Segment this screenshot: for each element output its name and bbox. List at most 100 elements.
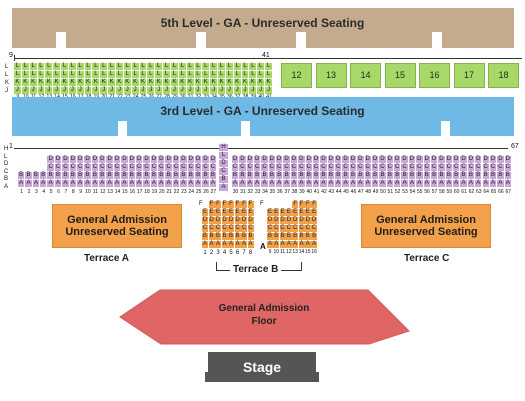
lower-seat[interactable]: A — [194, 180, 202, 187]
lower-seat[interactable]: D — [143, 156, 150, 163]
terrace-b-seat[interactable]: F — [228, 201, 234, 208]
lower-seat[interactable]: D — [386, 156, 394, 163]
upper-seat[interactable]: J — [265, 87, 272, 94]
terrace-b-seat[interactable]: F — [292, 201, 299, 208]
terrace-b-seat[interactable]: D — [267, 217, 273, 224]
upper-green-block[interactable]: 18 — [488, 63, 519, 88]
upper-seat[interactable]: L — [218, 63, 225, 70]
lower-seat[interactable]: B — [416, 172, 423, 179]
upper-green-block[interactable]: 16 — [419, 63, 450, 88]
lower-seat[interactable]: B — [460, 172, 467, 179]
lower-seat[interactable]: B — [32, 172, 40, 179]
lower-seat[interactable]: D — [268, 156, 276, 163]
lower-seat[interactable]: B — [290, 172, 298, 179]
lower-seat[interactable]: A — [158, 180, 165, 187]
upper-seat[interactable]: L — [194, 63, 202, 70]
terrace-b-seat[interactable]: D — [292, 217, 299, 224]
terrace-b-seat[interactable]: A — [273, 241, 280, 248]
lower-seat[interactable]: D — [54, 156, 62, 163]
lower-seat[interactable]: C — [99, 164, 106, 171]
lower-seat[interactable]: C — [276, 164, 283, 171]
lower-seat[interactable]: C — [91, 164, 99, 171]
lower-seat[interactable]: A — [327, 180, 335, 187]
terrace-b-seat[interactable]: D — [241, 217, 247, 224]
lower-seat[interactable]: C — [128, 164, 135, 171]
lower-seat[interactable]: A — [18, 180, 25, 187]
lower-seat[interactable]: B — [482, 172, 489, 179]
lower-seat[interactable]: D — [84, 156, 91, 163]
lower-seat[interactable]: A — [180, 180, 187, 187]
terrace-b-seat[interactable]: C — [273, 225, 280, 232]
upper-seat[interactable]: K — [76, 79, 84, 86]
lower-seat[interactable]: D — [150, 156, 158, 163]
upper-seat[interactable]: L — [186, 63, 194, 70]
terrace-b-seat[interactable]: F — [311, 201, 318, 208]
lower-seat[interactable]: C — [187, 164, 194, 171]
terrace-b-seat[interactable]: C — [215, 225, 221, 232]
upper-seat[interactable]: J — [76, 87, 84, 94]
upper-seat[interactable]: J — [108, 87, 116, 94]
lower-seat[interactable]: A — [386, 180, 394, 187]
upper-seat[interactable]: J — [178, 87, 186, 94]
lower-seat[interactable]: B — [84, 172, 91, 179]
lower-seat[interactable]: D — [298, 156, 305, 163]
lower-seat[interactable]: B — [430, 172, 438, 179]
lower-seat[interactable]: C — [423, 164, 430, 171]
terrace-b-seat[interactable]: E — [208, 209, 215, 216]
center-column-seat[interactable]: B — [219, 176, 228, 183]
lower-seat[interactable]: B — [342, 172, 349, 179]
upper-seat[interactable]: L — [61, 63, 68, 70]
lower-seat[interactable]: D — [128, 156, 135, 163]
terrace-b-seat[interactable]: D — [234, 217, 241, 224]
upper-seat[interactable]: J — [147, 87, 155, 94]
terrace-b-seat[interactable]: D — [247, 217, 254, 224]
terrace-b-seat[interactable]: C — [221, 225, 228, 232]
lower-seat[interactable]: D — [135, 156, 143, 163]
upper-green-block[interactable]: 12 — [281, 63, 312, 88]
lower-seat[interactable]: A — [276, 180, 283, 187]
upper-seat[interactable]: K — [170, 79, 178, 86]
lower-seat[interactable]: C — [202, 164, 209, 171]
upper-seat[interactable]: K — [249, 79, 257, 86]
lower-seat[interactable]: C — [364, 164, 371, 171]
terrace-b-seat[interactable]: E — [311, 209, 318, 216]
terrace-b-seat[interactable]: B — [241, 233, 247, 240]
upper-seat[interactable]: L — [233, 63, 241, 70]
lower-seat[interactable]: A — [32, 180, 40, 187]
lower-seat[interactable]: D — [504, 156, 511, 163]
lower-seat[interactable]: D — [62, 156, 69, 163]
lower-seat[interactable]: A — [290, 180, 298, 187]
lower-seat[interactable]: D — [371, 156, 379, 163]
upper-seat[interactable]: L — [45, 63, 53, 70]
lower-seat[interactable]: B — [150, 172, 158, 179]
lower-seat[interactable]: C — [335, 164, 342, 171]
terrace-b-seat[interactable]: B — [279, 233, 286, 240]
lower-seat[interactable]: C — [327, 164, 335, 171]
lower-seat[interactable]: A — [187, 180, 194, 187]
terrace-b-seat[interactable]: A — [247, 241, 254, 248]
terrace-b-seat[interactable]: B — [202, 233, 208, 240]
lower-seat[interactable]: A — [364, 180, 371, 187]
terrace-b-seat[interactable]: F — [208, 201, 215, 208]
terrace-b-seat[interactable]: E — [228, 209, 234, 216]
upper-seat[interactable]: L — [61, 71, 68, 78]
terrace-b-seat[interactable]: F — [215, 201, 221, 208]
lower-seat[interactable]: B — [40, 172, 47, 179]
upper-seat[interactable]: L — [265, 71, 272, 78]
lower-seat[interactable]: A — [231, 180, 239, 187]
upper-seat[interactable]: L — [53, 63, 61, 70]
lower-seat[interactable]: A — [305, 180, 312, 187]
lower-seat[interactable]: D — [475, 156, 482, 163]
lower-seat[interactable]: D — [239, 156, 246, 163]
lower-seat[interactable]: A — [128, 180, 135, 187]
lower-seat[interactable]: C — [489, 164, 497, 171]
lower-seat[interactable]: B — [349, 172, 357, 179]
terrace-b-seat[interactable]: A — [285, 241, 292, 248]
upper-seat[interactable]: J — [202, 87, 210, 94]
terrace-b-seat[interactable]: D — [208, 217, 215, 224]
terrace-b-seat[interactable]: A — [292, 241, 299, 248]
lower-seat[interactable]: D — [327, 156, 335, 163]
lower-seat[interactable]: C — [172, 164, 180, 171]
terrace-b-seat[interactable]: B — [273, 233, 280, 240]
terrace-b-seat[interactable]: A — [304, 241, 311, 248]
